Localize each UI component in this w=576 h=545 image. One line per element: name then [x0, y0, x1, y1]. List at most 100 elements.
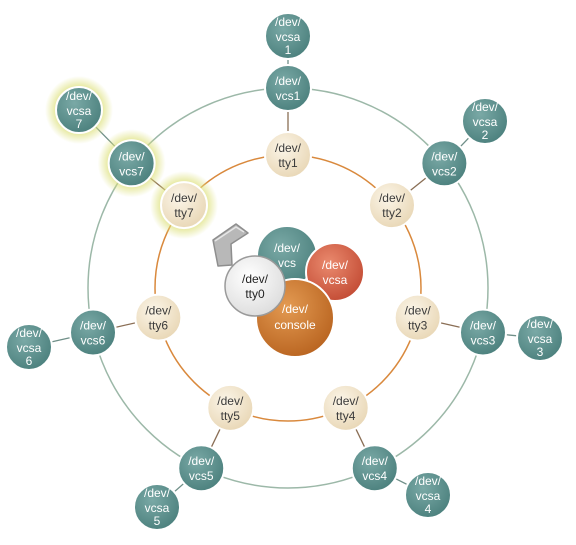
vcsa4-node-line3: 4	[425, 502, 432, 516]
center-tty0-node: /dev/ tty0	[224, 255, 286, 317]
center-vcsa-line2: vcsa	[323, 273, 348, 287]
vcsa4-node-circle	[404, 471, 452, 519]
vcs7-node: /dev/vcs7	[107, 139, 156, 188]
terminal-nodes: /dev/vcs1/dev/vcsa1/dev/tty1/dev/vcs2/de…	[5, 12, 564, 531]
tty4-node-line1: /dev/	[333, 394, 360, 408]
vcsa5-node-circle	[133, 483, 181, 531]
center-vcs-line1: /dev/	[274, 241, 301, 255]
vcs1-node-line2: vcs1	[276, 89, 301, 103]
vcsa6-node-circle	[5, 323, 53, 371]
tty6-node: /dev/tty6	[134, 293, 183, 342]
vcsa2-node-circle	[461, 97, 509, 145]
center-tty0-line2: tty0	[245, 287, 265, 301]
vcsa3-node-line3: 3	[537, 345, 544, 359]
tty5-node-circle	[206, 383, 255, 432]
pointer-arrow-icon	[212, 223, 249, 267]
vcsa6-node-line3: 6	[26, 354, 33, 368]
vcsa7-node-circle	[55, 86, 103, 134]
vcsa5-node-line3: 5	[154, 514, 161, 528]
center-tty0-line1: /dev/	[242, 272, 269, 286]
vcs6-node-circle	[69, 308, 118, 357]
vcsa2-node-line3: 2	[482, 128, 489, 142]
vcs4-node-line2: vcs4	[362, 469, 387, 483]
tty1-node-line2: tty1	[278, 156, 298, 170]
tty4-node-line2: tty4	[336, 409, 356, 423]
vcsa2-node-line2: vcsa	[473, 115, 498, 129]
vcsa7-node-line3: 7	[76, 117, 83, 131]
center-cluster: /dev/ vcs /dev/ vcsa /dev/ console /dev/…	[224, 225, 365, 358]
vcs2-node: /dev/vcs2	[420, 139, 469, 188]
vcs1-node-circle	[264, 64, 312, 112]
vcsa3-node-line1: /dev/	[527, 317, 554, 331]
center-vcsa-node: /dev/ vcsa	[305, 242, 365, 302]
vcsa4-node-line2: vcsa	[416, 489, 441, 503]
vcsa3-node-circle	[516, 314, 564, 362]
tty4-node: /dev/tty4	[321, 383, 370, 432]
vcs5-node-line2: vcs5	[189, 469, 214, 483]
vcs2-node-line2: vcs2	[432, 164, 457, 178]
tty7-node-line1: /dev/	[171, 191, 198, 205]
vcs5-node: /dev/vcs5	[177, 444, 226, 493]
tty5-node: /dev/tty5	[206, 383, 255, 432]
vcs4-node-line1: /dev/	[362, 454, 389, 468]
vcs7-node-line2: vcs7	[119, 164, 144, 178]
tty4-node-circle	[321, 383, 370, 432]
tty2-node-circle	[367, 181, 416, 230]
vcs5-node-line1: /dev/	[188, 454, 215, 468]
tty3-node-circle	[393, 293, 442, 342]
tty5-node-line2: tty5	[221, 409, 241, 423]
tty2-node: /dev/tty2	[367, 181, 416, 230]
vcsa1-node-line2: vcsa	[276, 30, 301, 44]
vcsa1-node-circle	[264, 12, 312, 60]
center-vcsa-line1: /dev/	[322, 258, 349, 272]
tty6-node-line1: /dev/	[145, 304, 172, 318]
center-console-line1: /dev/	[282, 302, 309, 316]
tty2-node-line2: tty2	[382, 206, 402, 220]
vcsa5-node-line1: /dev/	[144, 486, 171, 500]
vcs1-node-line1: /dev/	[275, 74, 302, 88]
vcs4-node: /dev/vcs4	[350, 444, 399, 493]
vcs6-node: /dev/vcs6	[69, 308, 118, 357]
tty5-node-line1: /dev/	[217, 394, 244, 408]
tty1-node-circle	[264, 131, 312, 179]
tty1-node-line1: /dev/	[275, 141, 302, 155]
tty7-node: /dev/tty7	[160, 181, 209, 230]
vcsa7-node-line2: vcsa	[67, 104, 92, 118]
vcs7-node-circle	[107, 139, 156, 188]
vcs2-node-line1: /dev/	[431, 149, 458, 163]
tty3-node-line1: /dev/	[405, 304, 432, 318]
tty6-node-line2: tty6	[149, 319, 169, 333]
tty1-node: /dev/tty1	[264, 131, 312, 179]
tty7-node-circle	[160, 181, 209, 230]
vcs3-node-line2: vcs3	[471, 334, 496, 348]
tty6-node-circle	[134, 293, 183, 342]
vcsa6-node-line1: /dev/	[16, 326, 43, 340]
vcs2-node-circle	[420, 139, 469, 188]
vcsa2-node-line1: /dev/	[472, 100, 499, 114]
vcsa1-node-line3: 1	[285, 43, 292, 57]
vcs7-node-line1: /dev/	[119, 149, 146, 163]
vcs3-node: /dev/vcs3	[458, 308, 507, 357]
tty3-node: /dev/tty3	[393, 293, 442, 342]
vcs1-node: /dev/vcs1	[264, 64, 312, 112]
vcsa6-node-line2: vcsa	[17, 341, 42, 355]
vcs3-node-line1: /dev/	[470, 319, 497, 333]
vcs6-node-line1: /dev/	[80, 319, 107, 333]
vcs5-node-circle	[177, 444, 226, 493]
tty3-node-line2: tty3	[408, 319, 428, 333]
center-vcs-line2: vcs	[278, 256, 296, 270]
vcsa1-node-line1: /dev/	[275, 15, 302, 29]
tty2-node-line1: /dev/	[379, 191, 406, 205]
vcs6-node-line2: vcs6	[81, 334, 106, 348]
vcs4-node-circle	[350, 444, 399, 493]
center-console-line2: console	[274, 318, 316, 332]
vcsa4-node-line1: /dev/	[415, 474, 442, 488]
